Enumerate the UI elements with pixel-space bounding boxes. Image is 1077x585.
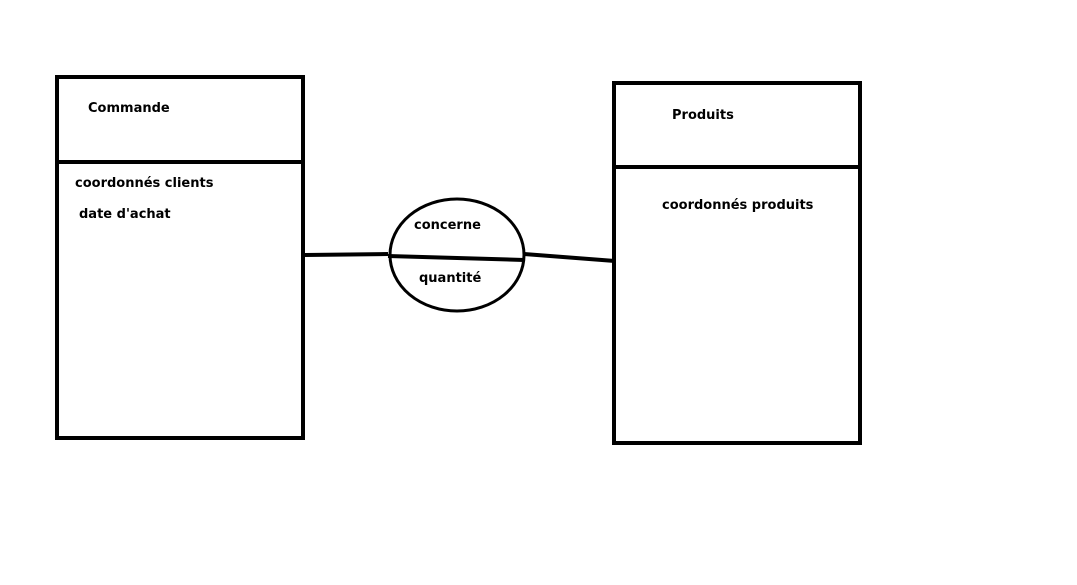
attribute-date-achat: date d'achat	[79, 207, 171, 222]
relation-attribute-label: quantité	[419, 271, 482, 286]
attribute-coordonnes-clients: coordonnés clients	[75, 176, 214, 191]
relation-name-label: concerne	[414, 218, 481, 233]
link-concerne-produits	[523, 252, 616, 263]
entity-produits[interactable]: Produits coordonnés produits	[612, 81, 862, 445]
entity-produits-title: Produits	[672, 108, 734, 123]
entity-commande-header	[59, 79, 301, 164]
entity-commande-title: Commande	[88, 101, 170, 116]
relation-divider-line	[387, 254, 525, 262]
link-commande-concerne	[304, 252, 389, 257]
entity-commande[interactable]: Commande coordonnés clients date d'achat	[55, 75, 305, 440]
entity-produits-header	[616, 85, 858, 169]
attribute-coordonnes-produits: coordonnés produits	[662, 198, 814, 213]
